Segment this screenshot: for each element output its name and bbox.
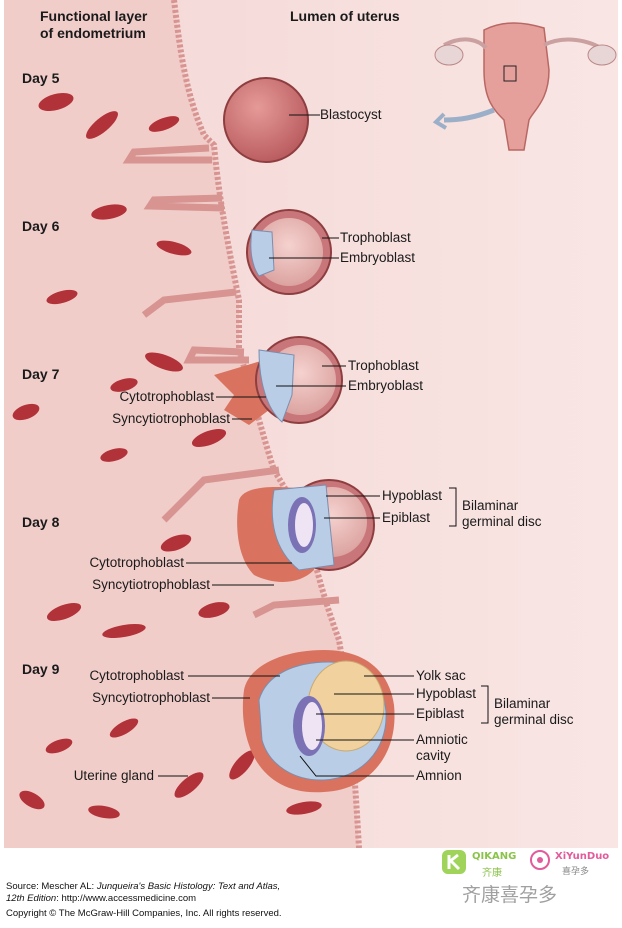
blastocyst-day6 — [246, 209, 332, 295]
embryo-day7 — [214, 336, 343, 425]
blastocyst-day5 — [223, 77, 309, 163]
blastocyst-label: Blastocyst — [320, 107, 382, 122]
uterine-gland-label: Uterine gland — [73, 768, 154, 783]
day7-trophoblast-label: Trophoblast — [348, 358, 419, 373]
day8-epiblast-label: Epiblast — [382, 510, 431, 525]
uterine-glands — [122, 144, 340, 619]
day8-hypoblast-label: Hypoblast — [382, 488, 443, 503]
day-6-label: Day 6 — [22, 218, 60, 234]
qikang-logo-icon — [442, 850, 466, 874]
qikang-logo — [440, 848, 468, 880]
leader-lines — [158, 114, 489, 777]
embryo-day9 — [242, 650, 395, 793]
xiyunduo-logo — [528, 848, 552, 876]
implantation-diagram — [4, 0, 618, 849]
embryo-day8 — [237, 479, 375, 582]
source-line: Source: Mescher AL: Junqueira's Basic Hi… — [6, 881, 281, 892]
lumen-heading: Lumen of uterus — [290, 8, 400, 24]
blood-vessels — [12, 92, 322, 819]
day9-cytotrophoblast-label: Cytotrophoblast — [89, 668, 184, 683]
day8-syncytiotrophoblast-label: Syncytiotrophoblast — [92, 577, 210, 592]
qikang-brand: QIKANG — [472, 851, 517, 862]
xiyunduo-brand: XiYunDuo — [555, 851, 610, 862]
day7-syncytiotrophoblast-label: Syncytiotrophoblast — [112, 411, 230, 426]
xiyunduo-logo-icon — [530, 850, 550, 870]
day9-hypoblast-label: Hypoblast — [416, 686, 477, 701]
day7-embryoblast-label: Embryoblast — [348, 378, 424, 393]
day-5-label: Day 5 — [22, 70, 60, 86]
copyright-line: Copyright © The McGraw-Hill Companies, I… — [6, 908, 282, 919]
uterus-inset — [432, 22, 617, 151]
day-8-label: Day 8 — [22, 514, 60, 530]
yolk-sac-label: Yolk sac — [416, 668, 466, 683]
day-9-label: Day 9 — [22, 661, 60, 677]
watermark-bottom: 齐康喜孕多 — [462, 884, 558, 906]
day7-cytotrophoblast-label: Cytotrophoblast — [119, 389, 214, 404]
edition-line: 12th Edition: http://www.accessmedicine.… — [6, 893, 197, 904]
amnion-label: Amnion — [416, 768, 462, 783]
xiyunduo-brand-cn: 喜孕多 — [562, 867, 590, 877]
day9-syncytiotrophoblast-label: Syncytiotrophoblast — [92, 690, 210, 705]
qikang-brand-cn: 齐康 — [482, 868, 502, 879]
day8-cytotrophoblast-label: Cytotrophoblast — [89, 555, 184, 570]
day9-epiblast-label: Epiblast — [416, 706, 465, 721]
day6-trophoblast-label: Trophoblast — [340, 230, 411, 245]
day6-embryoblast-label: Embryoblast — [340, 250, 416, 265]
day-7-label: Day 7 — [22, 366, 60, 382]
